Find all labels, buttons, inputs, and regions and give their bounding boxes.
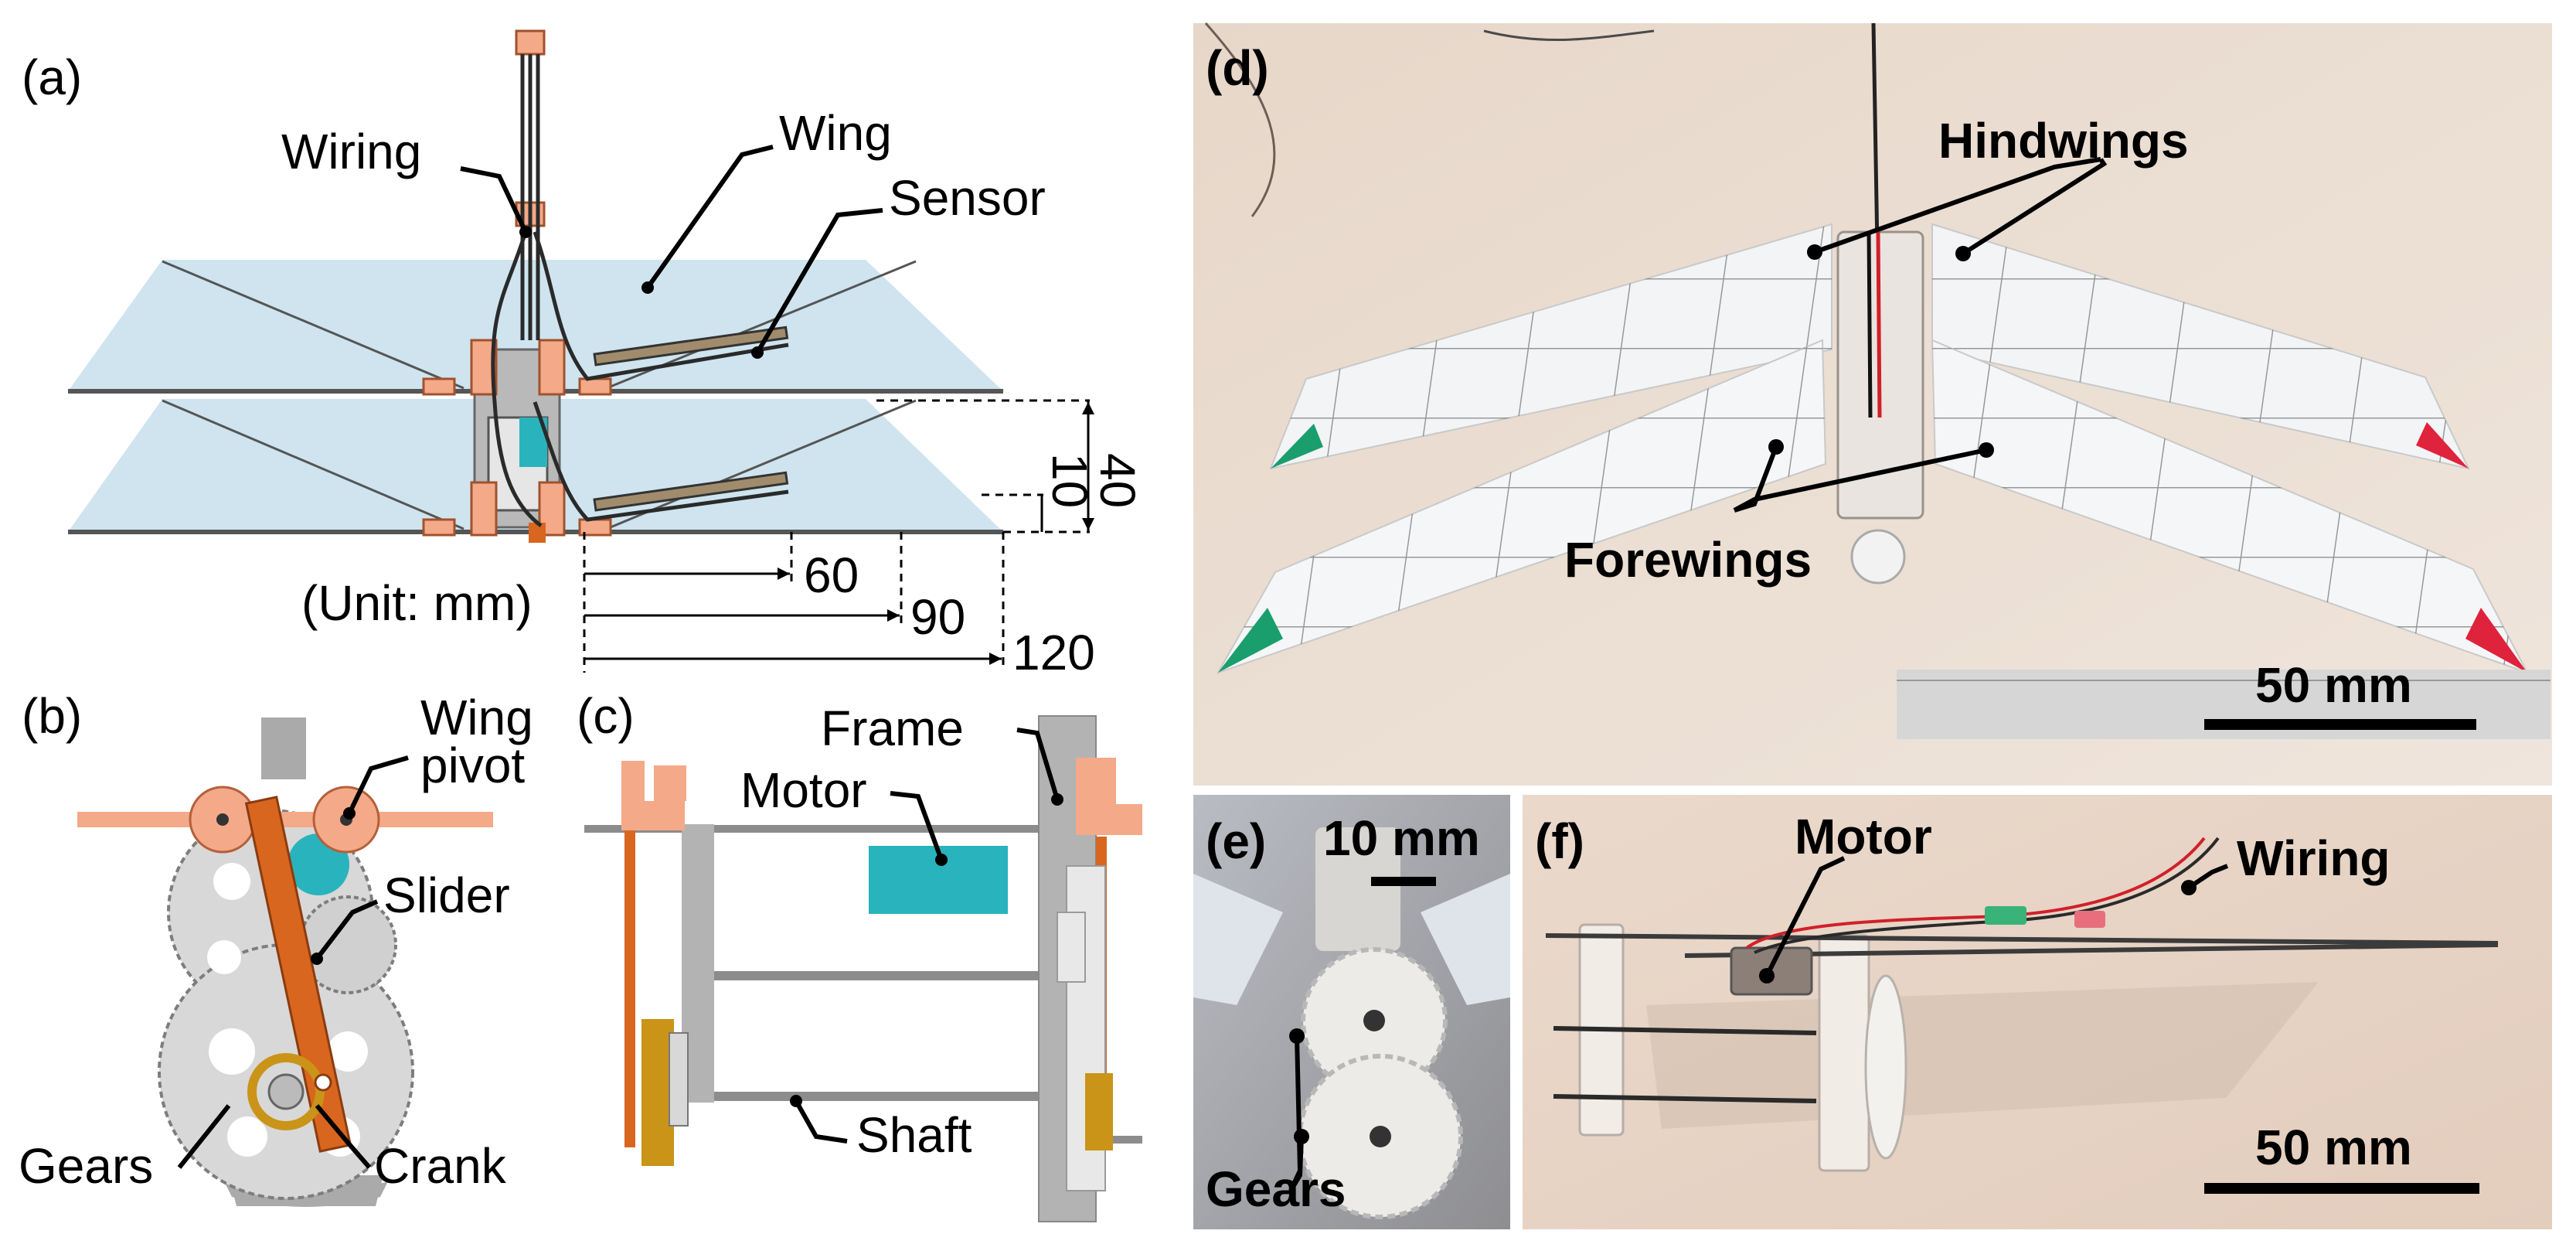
right-frame-f xyxy=(1818,934,1870,1172)
right-gold-block xyxy=(1085,1073,1113,1150)
panel-c: (c) Frame Motor Shaft xyxy=(577,688,1142,1222)
scale-bar-d xyxy=(2204,719,2476,730)
label-crank-b: Crank xyxy=(374,1138,507,1194)
panel-f-tag: (f) xyxy=(1535,813,1584,869)
upper-sensor xyxy=(593,326,789,366)
panel-a: (a) xyxy=(22,29,1145,680)
label-forewings: Forewings xyxy=(1564,532,1812,588)
slider xyxy=(244,796,352,1153)
label-frame-c: Frame xyxy=(821,700,964,756)
label-wing-a: Wing xyxy=(779,105,892,161)
label-motor-c: Motor xyxy=(740,762,867,818)
wiring-bundle xyxy=(520,54,540,340)
label-gears-b: Gears xyxy=(19,1138,153,1194)
panel-d-tag: (d) xyxy=(1206,40,1269,96)
label-motor-f: Motor xyxy=(1795,809,1932,864)
upper-wing xyxy=(68,260,1003,391)
dim-10: 10 xyxy=(1042,453,1097,508)
scale-label-d: 50 mm xyxy=(2255,657,2412,713)
dim-90: 90 xyxy=(910,589,965,645)
scale-label-e: 10 mm xyxy=(1323,810,1480,866)
panel-d: 50 mm Hindwings Forewings (d) xyxy=(1193,22,2552,786)
panel-b-tag: (b) xyxy=(22,688,82,744)
label-wiring-f: Wiring xyxy=(2237,830,2391,886)
panel-e-tag: (e) xyxy=(1206,813,1266,869)
label-slider-b: Slider xyxy=(383,868,510,923)
label-hindwings: Hindwings xyxy=(1938,113,2189,169)
unit-note: (Unit: mm) xyxy=(301,575,533,631)
label-wiring-a: Wiring xyxy=(281,124,421,179)
panel-e: (e) 10 mm Gears xyxy=(1193,795,1510,1229)
dim-120: 120 xyxy=(1012,625,1095,680)
dim-60: 60 xyxy=(804,547,859,603)
panel-f: (f) Motor Wiring 50 mm xyxy=(1523,795,2552,1229)
lower-sensor xyxy=(593,471,789,512)
label-gears-e: Gears xyxy=(1206,1161,1346,1217)
panel-c-tag: (c) xyxy=(577,688,635,744)
dim-40: 40 xyxy=(1090,453,1145,508)
label-shaft-c: Shaft xyxy=(856,1107,972,1163)
label-pivot-b: pivot xyxy=(420,738,525,793)
panel-b: (b) Wing piv xyxy=(19,688,533,1207)
panel-a-tag: (a) xyxy=(22,49,82,105)
scale-bar-e xyxy=(1371,877,1436,886)
crank xyxy=(247,1053,325,1130)
label-wing-b: Wing xyxy=(420,690,533,745)
scale-bar-f xyxy=(2204,1183,2479,1194)
label-sensor-a: Sensor xyxy=(889,170,1046,226)
scale-label-f: 50 mm xyxy=(2255,1120,2412,1175)
